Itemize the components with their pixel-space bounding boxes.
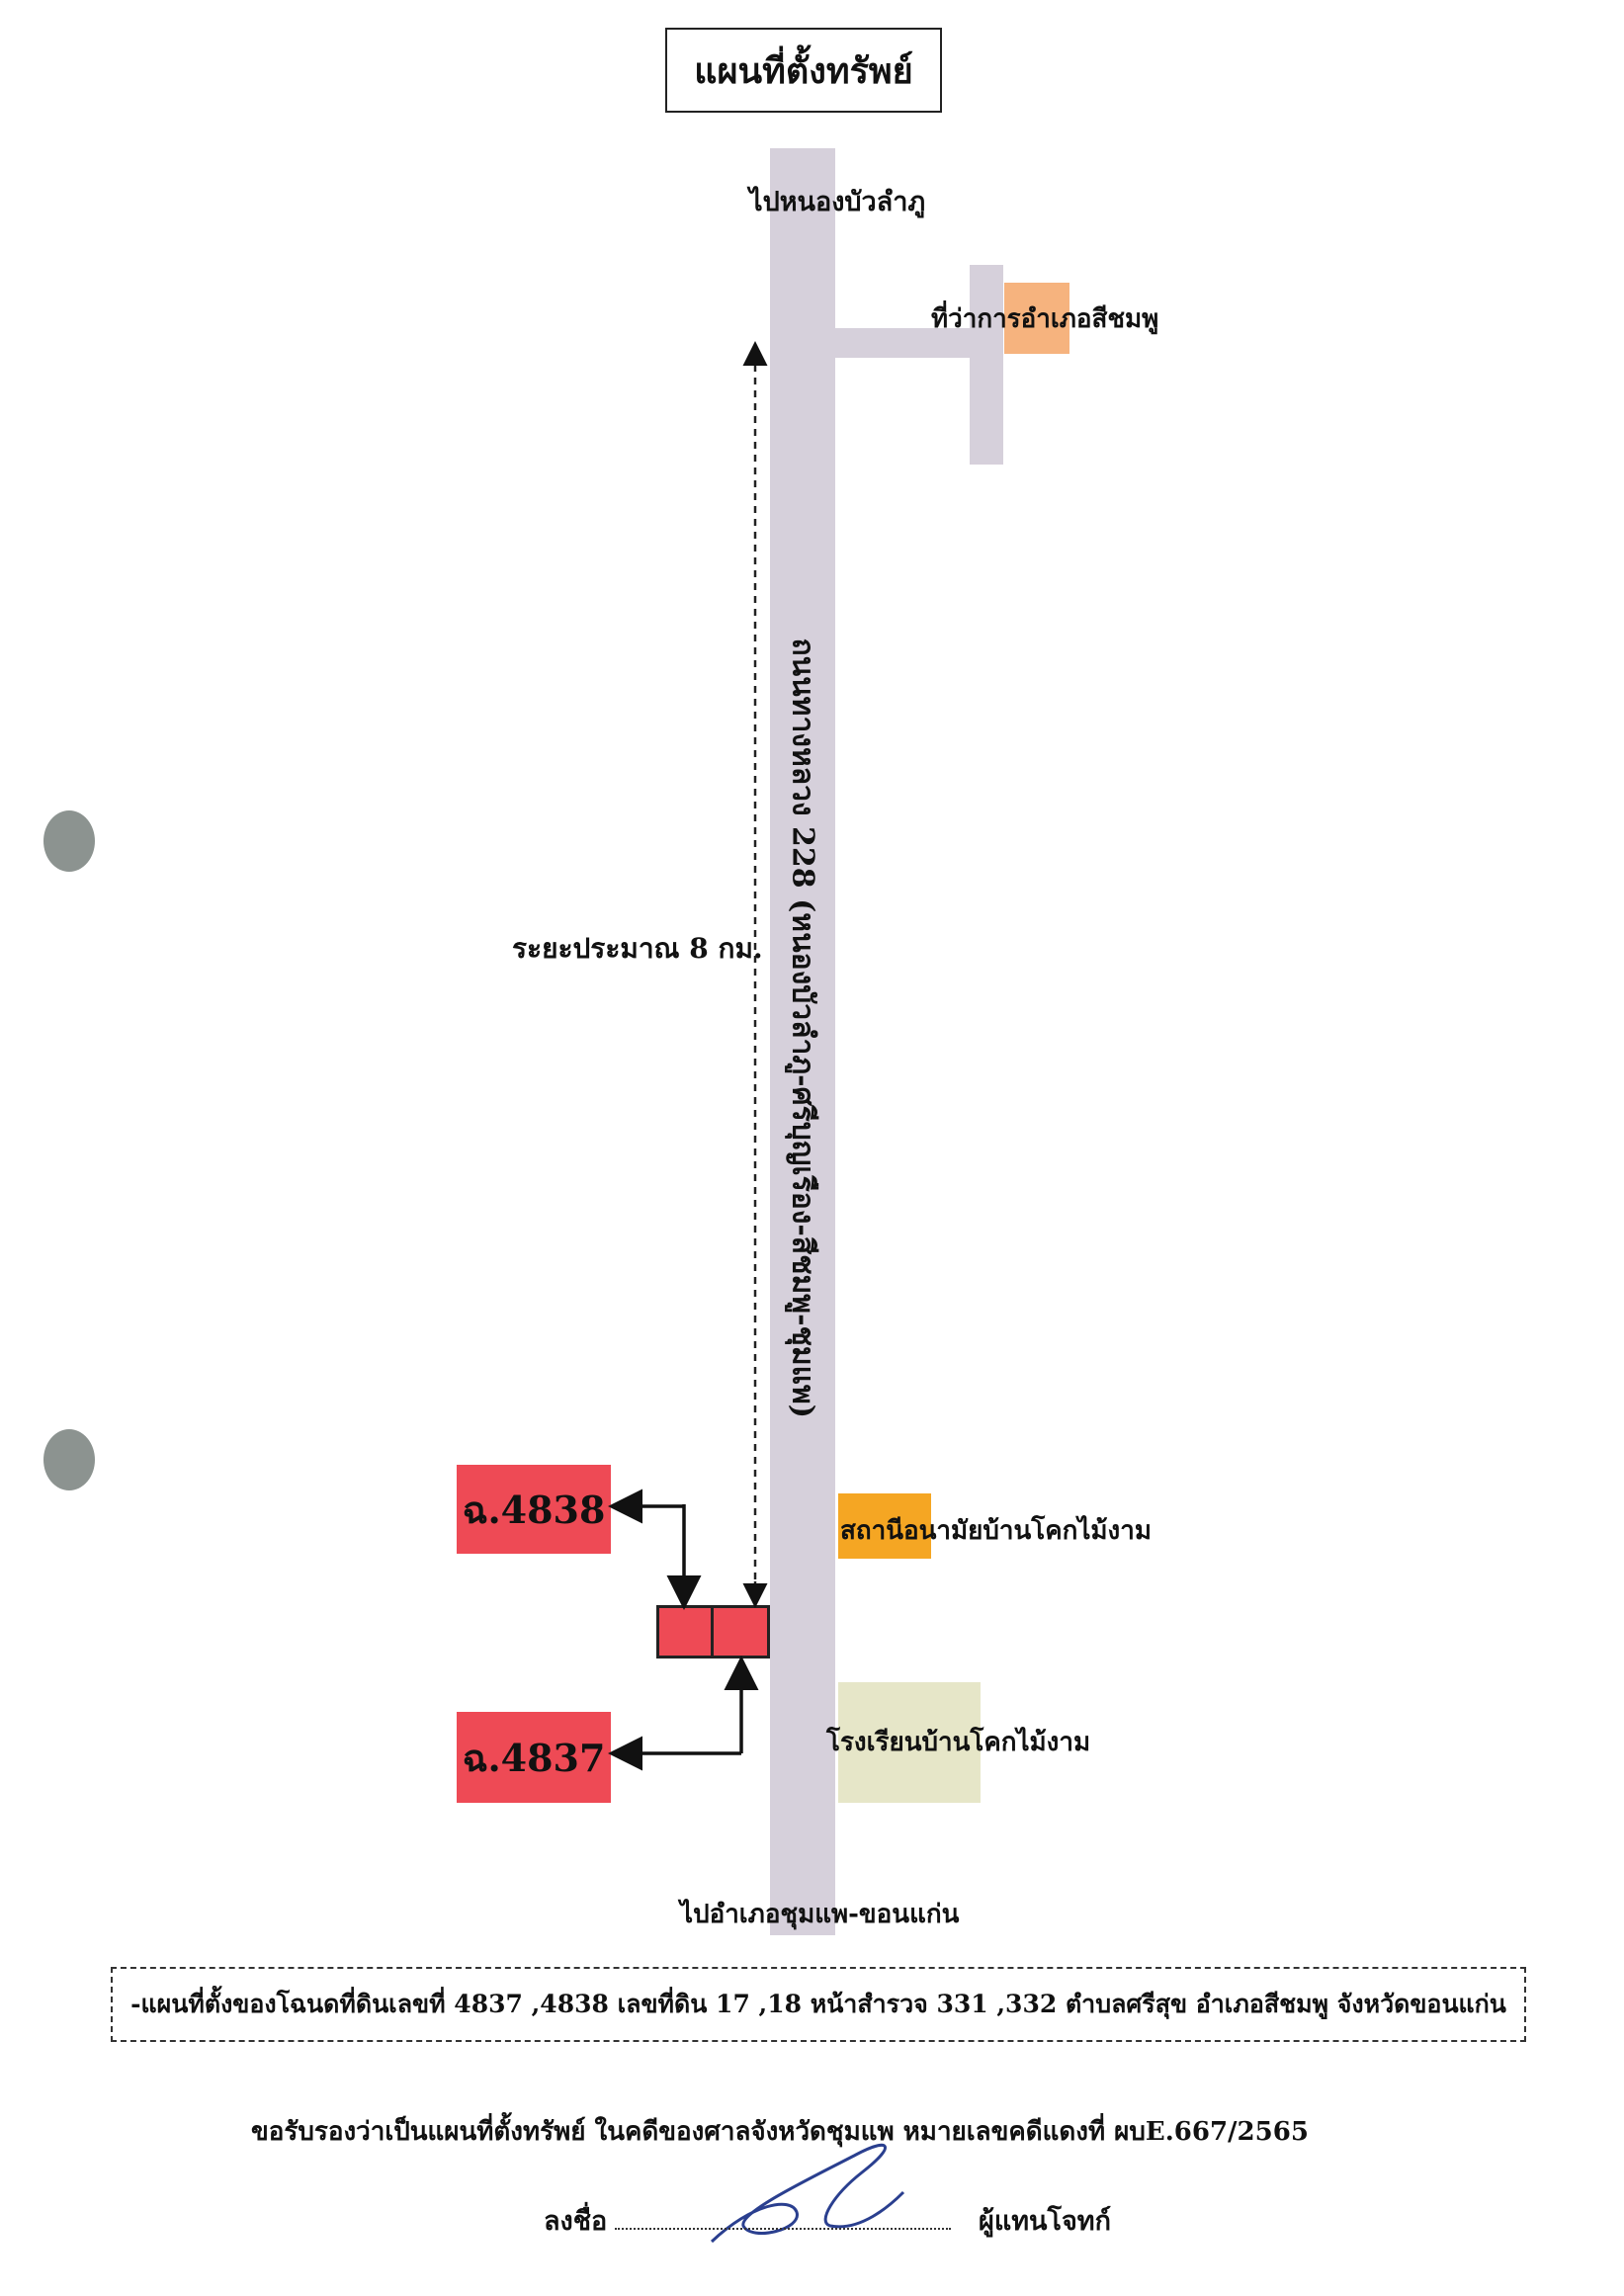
district-office-marker	[1004, 283, 1069, 354]
certify-text: ขอรับรองว่าเป็นแผนที่ตั้งทรัพย์ ในคดีของ…	[251, 2117, 1309, 2147]
parcel-4837-box: ฉ.4837	[457, 1712, 611, 1803]
signature-mark	[710, 2143, 905, 2244]
side-road	[970, 265, 1003, 465]
distance-label: ระยะประมาณ 8 กม.	[512, 932, 763, 965]
note-box: -แผนที่ตั้งของโฉนดที่ดินเลขที่ 4837 ,483…	[111, 1967, 1526, 2042]
road-top-label: ไปหนองบัวลำภู	[749, 187, 926, 217]
district-office-label: ที่ว่าการอำเภอสีชมพู	[931, 304, 1159, 334]
school-label: โรงเรียนบ้านโคกไม้งาม	[826, 1728, 1091, 1757]
health-station-label: สถานีอนามัยบ้านโคกไม้งาม	[840, 1516, 1152, 1546]
signature-suffix: ผู้แทนโจทก์	[979, 2206, 1111, 2237]
signature-prefix: ลงชื่อ	[544, 2206, 608, 2237]
school-marker	[838, 1682, 981, 1803]
health-station-marker	[838, 1493, 931, 1559]
road-bottom-label: ไปอำเภอชุมแพ-ขอนแก่น	[680, 1900, 960, 1929]
punch-hole-2	[43, 1429, 95, 1490]
signature-line	[615, 2228, 951, 2230]
parcel-4838-box: ฉ.4838	[457, 1465, 611, 1554]
branch-road	[835, 328, 983, 358]
main-road	[770, 148, 835, 1935]
page-title: แผนที่ตั้งทรัพย์	[665, 28, 942, 113]
punch-hole-1	[43, 810, 95, 872]
